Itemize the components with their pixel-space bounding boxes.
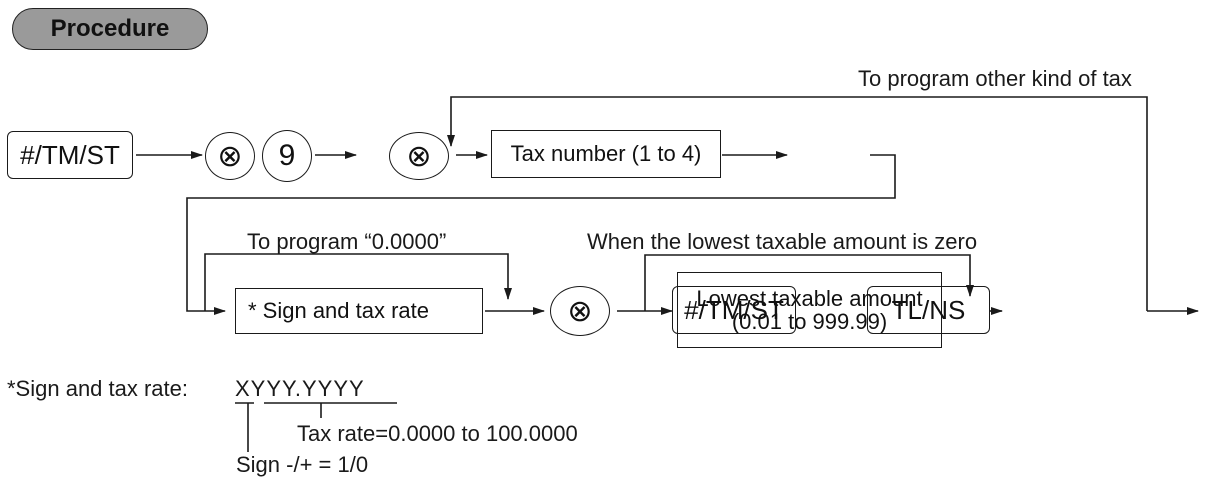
multiply-key-3: ⊗ [550, 286, 610, 336]
multiply-key-1: ⊗ [205, 132, 255, 180]
loop-lowest-zero [644, 254, 974, 311]
tax-number-box: Tax number (1 to 4) [491, 130, 721, 178]
key-tm-st-start: #/TM/ST [7, 131, 133, 179]
program-zero-label: To program “0.0000” [247, 229, 447, 254]
lowest-amount-line2: (0.01 to 999.99) [731, 309, 888, 334]
footnote-format: XYYY.YYYY [235, 376, 365, 401]
sign-tax-rate-box: * Sign and tax rate [235, 288, 483, 334]
loop-other-tax-label: To program other kind of tax [858, 66, 1132, 91]
key-tm-st-overlay: #/TM/ST [672, 286, 796, 334]
procedure-title: Procedure [12, 8, 208, 50]
footnote-label: *Sign and tax rate: [7, 376, 189, 401]
lowest-amount-line1: Lowest taxable amount [696, 286, 923, 311]
loop-other-tax [447, 96, 1148, 311]
digit-9-key: 9 [262, 130, 312, 182]
loop-program-zero [204, 253, 512, 311]
lowest-zero-label: When the lowest taxable amount is zero [587, 229, 978, 254]
multiply-key-2: ⊗ [389, 132, 449, 180]
sign-note: Sign -/+ = 1/0 [236, 452, 369, 477]
key-tl-ns: TL/NS [867, 286, 990, 334]
tax-rate-note: Tax rate=0.0000 to 100.0000 [297, 421, 578, 446]
connector-row1-to-row2 [186, 154, 896, 315]
lowest-taxable-amount-box: Lowest taxable amount (0.01 to 999.99) [677, 272, 942, 348]
